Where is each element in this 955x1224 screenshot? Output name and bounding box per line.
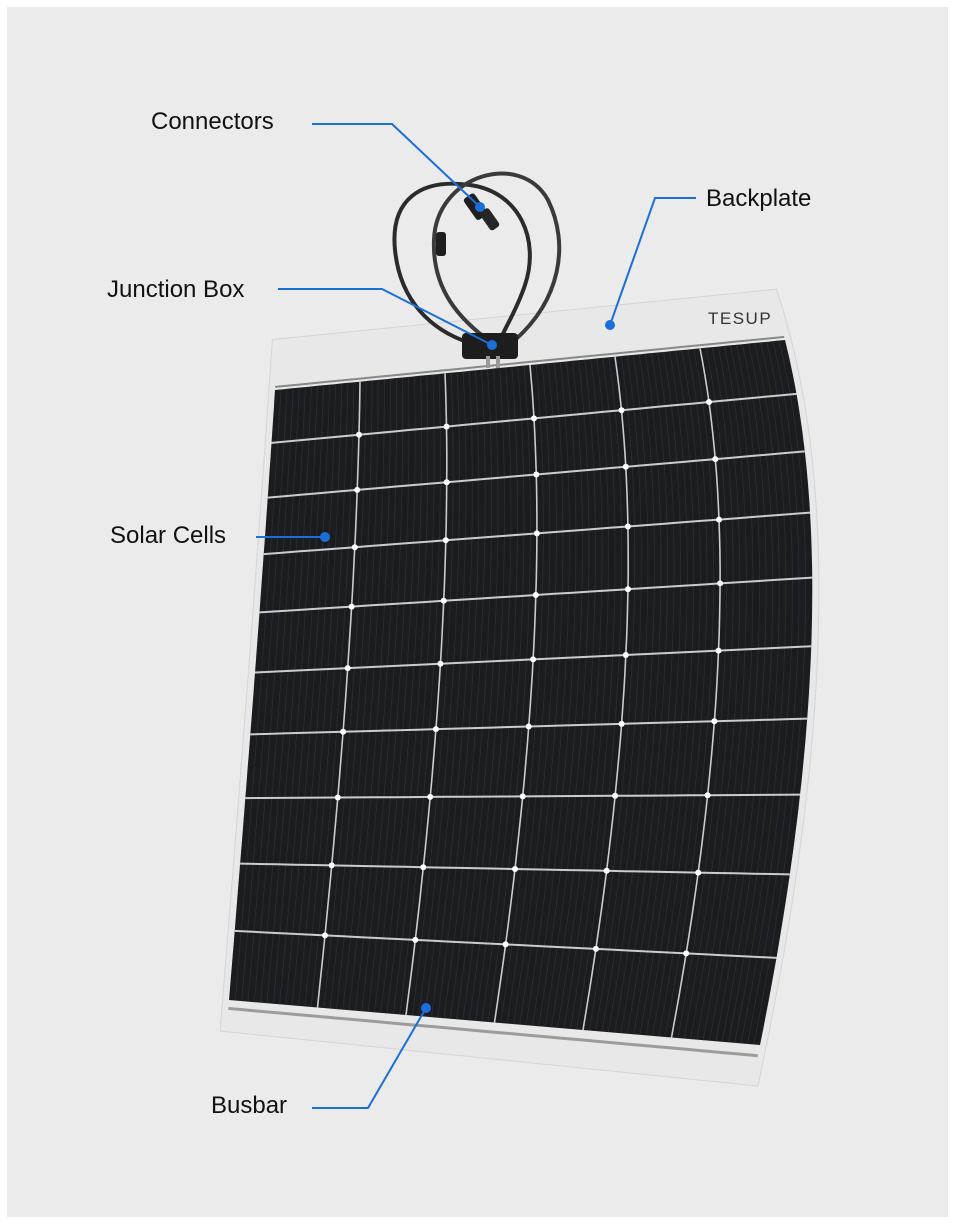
cell-junction-dot xyxy=(442,537,449,544)
cell-junction-dot xyxy=(354,486,361,493)
cell-junction-dot xyxy=(412,936,419,943)
cell-junction-dot xyxy=(715,647,722,654)
cell-junction-dot xyxy=(706,399,712,405)
cell-junction-dot xyxy=(334,794,341,801)
cell-junction-dot xyxy=(344,665,351,672)
cell-junction-dot xyxy=(356,431,362,438)
cell-junction-dot xyxy=(622,652,629,658)
top-busbar-strip xyxy=(275,335,785,388)
cell-junction-dot xyxy=(704,792,711,799)
cell-junction-dot xyxy=(683,950,690,957)
cell-junction-dot xyxy=(351,544,358,551)
junction-box-pin xyxy=(486,356,490,368)
cell-junction-dot xyxy=(502,941,509,948)
cell-junction-dot xyxy=(612,792,619,799)
endpoint-solar-cells xyxy=(320,532,330,542)
cell-junction-dot xyxy=(519,793,526,800)
leader-junction-box xyxy=(278,288,493,346)
cell-junction-dot xyxy=(443,479,450,486)
cell-junction-dot xyxy=(348,603,355,610)
cable-loop-1 xyxy=(392,181,532,345)
solar-cell-area xyxy=(229,340,813,1045)
cell-junction-dot xyxy=(711,718,718,725)
cell-junction-dot xyxy=(618,720,625,727)
cell-junction-dot xyxy=(420,864,427,871)
label-junction-box: Junction Box xyxy=(107,276,245,303)
cell-junction-dot xyxy=(717,580,724,587)
leader-busbar xyxy=(312,1007,427,1109)
endpoint-busbar xyxy=(421,1003,431,1013)
cell-junction-dot xyxy=(443,423,450,430)
label-busbar: Busbar xyxy=(211,1092,288,1119)
label-solar-cells: Solar Cells xyxy=(110,522,227,549)
label-backplate: Backplate xyxy=(706,185,812,212)
cell-junction-dot xyxy=(592,945,599,952)
cell-junction-dot xyxy=(533,530,540,537)
cell-junction-dot xyxy=(533,471,540,478)
cell-junction-dot xyxy=(432,726,439,733)
leader-backplate xyxy=(609,197,696,326)
junction-box-pin xyxy=(496,356,500,368)
cell-junction-dot xyxy=(530,656,537,663)
cell-junction-dot xyxy=(618,407,625,414)
endpoint-backplate xyxy=(605,320,615,330)
endpoint-junction-box xyxy=(487,340,497,350)
solar-panel: TESUP xyxy=(219,288,820,1087)
cell-junction-dot xyxy=(437,660,444,667)
cell-grid-junctions xyxy=(322,399,724,957)
cell-junction-dot xyxy=(512,866,518,872)
cell-junction-dot xyxy=(427,793,434,800)
cell-junction-dot xyxy=(622,463,629,470)
leader-connectors xyxy=(312,123,481,208)
cell-junction-dot xyxy=(695,869,702,876)
brand-logo: TESUP xyxy=(708,309,772,328)
cell-junction-dot xyxy=(624,523,631,530)
leader-lines xyxy=(256,123,696,1109)
cell-junction-dot xyxy=(712,456,719,463)
leader-endpoints xyxy=(320,202,615,1013)
mc4-connector-female xyxy=(479,208,500,231)
cell-junction-dot xyxy=(531,415,537,422)
cell-junction-dot xyxy=(340,728,347,735)
cable-connector-lower xyxy=(436,232,446,256)
cell-junction-dot xyxy=(603,867,610,874)
cell-junction-dot xyxy=(532,592,539,598)
cell-junction-dot xyxy=(525,723,532,730)
cell-junction-dot xyxy=(322,932,328,939)
cell-junction-dot xyxy=(328,862,335,869)
label-connectors: Connectors xyxy=(151,108,274,135)
endpoint-connectors xyxy=(475,202,485,212)
cell-junction-dot xyxy=(625,586,631,593)
cell-junction-dot xyxy=(716,516,722,523)
cell-junction-dot xyxy=(440,597,447,604)
cable-loop-2 xyxy=(431,171,562,345)
busbar-strip xyxy=(228,1006,758,1058)
